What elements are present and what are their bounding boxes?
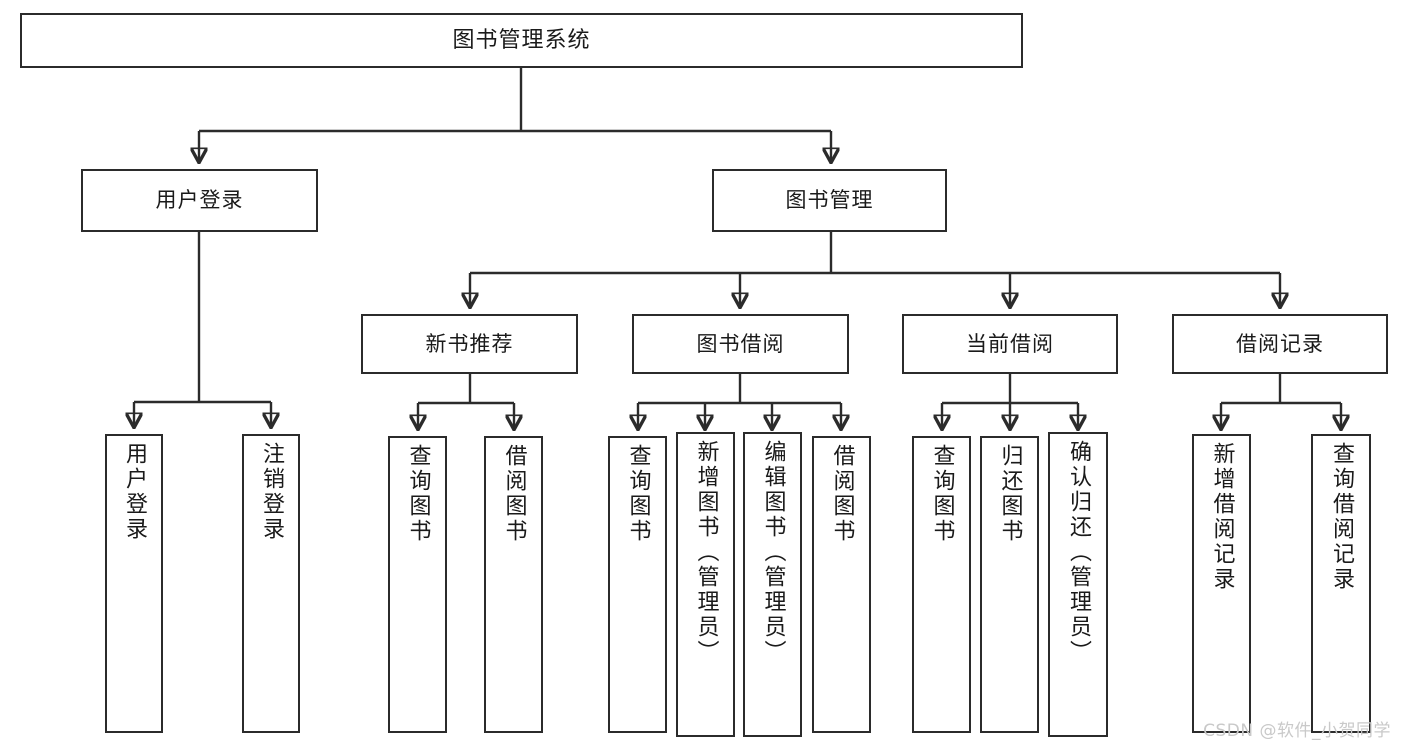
node-new-book-recommend[interactable]: 新书推荐 (361, 314, 578, 374)
node-label: 查询图书 (625, 444, 651, 544)
node-label: 借阅记录 (1236, 331, 1324, 356)
leaf-borrow-book-1[interactable]: 借阅图书 (484, 436, 543, 733)
leaf-user-login[interactable]: 用户登录 (105, 434, 163, 733)
leaf-logout-login[interactable]: 注销登录 (242, 434, 300, 733)
leaf-edit-book[interactable]: 编辑图书（管理员） (743, 432, 802, 737)
leaf-add-record[interactable]: 新增借阅记录 (1192, 434, 1251, 733)
node-label: 图书管理 (785, 188, 874, 213)
node-borrow-record[interactable]: 借阅记录 (1172, 314, 1388, 374)
node-root-图书管理系统[interactable]: 图书管理系统 (20, 13, 1023, 68)
node-label: 借阅图书 (829, 444, 855, 544)
leaf-borrow-book-2[interactable]: 借阅图书 (812, 436, 871, 733)
node-label: 新增图书（管理员） (693, 440, 719, 665)
node-label: 当前借阅 (966, 331, 1054, 356)
node-label: 归还图书 (997, 444, 1023, 544)
node-label: 借阅图书 (501, 444, 527, 544)
node-book-manage[interactable]: 图书管理 (712, 169, 947, 232)
node-label: 注销登录 (259, 442, 284, 542)
node-label: 新书推荐 (425, 331, 514, 356)
node-label: 图书管理系统 (452, 27, 591, 53)
leaf-query-book-2[interactable]: 查询图书 (608, 436, 667, 733)
node-current-borrow[interactable]: 当前借阅 (902, 314, 1118, 374)
node-label: 编辑图书（管理员） (760, 440, 786, 665)
node-label: 用户登录 (155, 188, 244, 213)
node-label: 确认归还（管理员） (1066, 440, 1091, 665)
watermark: CSDN @软件_小贺同学 (1203, 721, 1391, 741)
node-label: 新增借阅记录 (1209, 442, 1235, 592)
node-label: 图书借阅 (696, 331, 785, 356)
node-label: 用户登录 (122, 442, 147, 542)
node-book-borrow[interactable]: 图书借阅 (632, 314, 849, 374)
leaf-query-book-1[interactable]: 查询图书 (388, 436, 447, 733)
node-label: 查询图书 (929, 444, 955, 544)
leaf-query-record[interactable]: 查询借阅记录 (1311, 434, 1371, 733)
leaf-confirm-return[interactable]: 确认归还（管理员） (1048, 432, 1108, 737)
node-user-login[interactable]: 用户登录 (81, 169, 318, 232)
node-label: 查询借阅记录 (1329, 442, 1354, 592)
leaf-query-book-3[interactable]: 查询图书 (912, 436, 971, 733)
leaf-add-book[interactable]: 新增图书（管理员） (676, 432, 735, 737)
node-label: 查询图书 (405, 444, 431, 544)
leaf-return-book[interactable]: 归还图书 (980, 436, 1039, 733)
